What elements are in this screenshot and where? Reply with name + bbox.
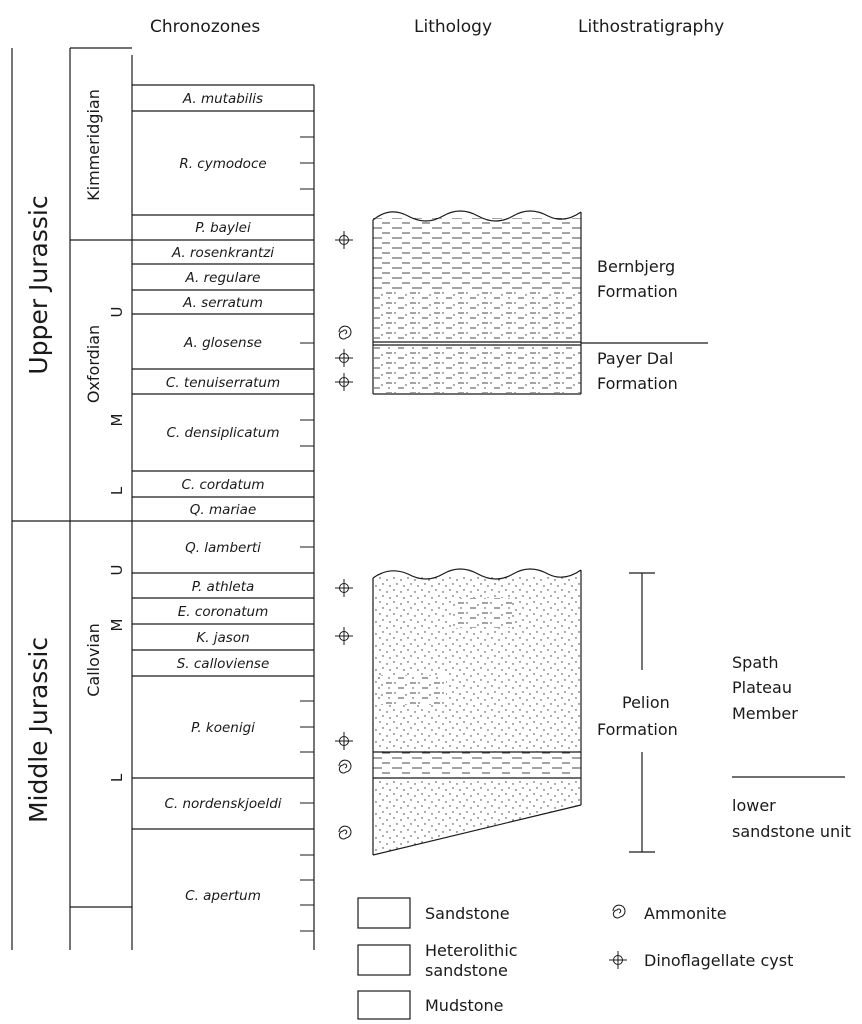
dinoflagellate-cyst-icon — [334, 626, 354, 646]
formation-labels: Bernbjerg Formation Payer Dal Formation … — [581, 257, 851, 853]
zone-label: Q. mariae — [190, 502, 257, 518]
dinoflagellate-cyst-icon — [334, 348, 354, 368]
era-column: Upper Jurassic Middle Jurassic — [11, 48, 70, 950]
zone-label: S. calloviense — [177, 656, 270, 672]
era-upper-jurassic: Upper Jurassic — [24, 195, 53, 374]
stage-column: Kimmeridgian Oxfordian Callovian U M L U… — [69, 47, 132, 950]
header-lithology: Lithology — [414, 17, 492, 37]
lower-lithology-column — [372, 568, 582, 856]
zone-label: Q. lamberti — [185, 540, 261, 556]
member-label: Member — [732, 704, 798, 723]
dinoflagellate-cyst-icon — [334, 578, 354, 598]
substage-oxfordian-upper: U — [108, 307, 126, 318]
ammonite-icon — [612, 904, 626, 919]
ammonite-icon — [338, 825, 352, 840]
member-label: Spath — [732, 653, 779, 672]
formation-label: Payer Dal — [597, 349, 673, 368]
zone-label: R. cymodoce — [179, 156, 266, 172]
legend-label-dinoflagellate: Dinoflagellate cyst — [644, 951, 793, 970]
zone-label: C. nordenskjoeldi — [164, 796, 281, 812]
legend-swatch-heterolithic — [357, 944, 411, 976]
zone-label: C. densiplicatum — [167, 425, 280, 441]
dinoflagellate-cyst-icon — [334, 372, 354, 392]
substage-callovian-middle: M — [108, 619, 126, 632]
formation-label: Formation — [597, 374, 678, 393]
legend-swatch-sandstone — [357, 897, 411, 929]
formation-label: Pelion — [622, 693, 670, 712]
formation-label: Formation — [597, 720, 678, 739]
stage-callovian: Callovian — [84, 623, 103, 697]
zone-label: A. regulare — [185, 270, 261, 286]
zone-label: K. jason — [196, 630, 249, 646]
chronozone-column: A. mutabilis R. cymodoce P. baylei A. ro… — [131, 55, 315, 950]
dinoflagellate-cyst-icon — [608, 950, 628, 970]
zone-label: P. baylei — [195, 220, 251, 236]
zone-label: C. tenuiserratum — [166, 375, 280, 391]
zone-label: A. serratum — [182, 295, 263, 311]
stage-oxfordian: Oxfordian — [84, 325, 103, 403]
zone-label: A. mutabilis — [182, 91, 263, 107]
legend-label-mudstone: Mudstone — [425, 996, 503, 1015]
zone-label: P. koenigi — [191, 720, 255, 736]
dinoflagellate-cyst-icon — [334, 731, 354, 751]
legend: Sandstone Heterolithic sandstone Mudston… — [357, 897, 793, 1020]
era-middle-jurassic: Middle Jurassic — [24, 637, 53, 823]
zone-label: C. cordatum — [181, 477, 264, 493]
legend-label-sandstone: Sandstone — [425, 904, 510, 923]
substage-callovian-upper: U — [108, 565, 126, 576]
stage-kimmeridgian: Kimmeridgian — [84, 89, 103, 201]
zone-label: A. glosense — [183, 335, 262, 351]
member-label: Plateau — [732, 678, 792, 697]
ammonite-icon — [338, 759, 352, 774]
zone-label: A. rosenkrantzi — [171, 245, 274, 261]
formation-label: Formation — [597, 282, 678, 301]
substage-oxfordian-lower: L — [108, 486, 126, 495]
ammonite-icon — [338, 325, 352, 340]
legend-label-heterolithic: Heterolithic — [425, 941, 518, 960]
dinoflagellate-cyst-icon — [334, 230, 354, 250]
legend-label-heterolithic: sandstone — [425, 961, 508, 980]
substage-callovian-lower: L — [108, 773, 126, 782]
member-label: lower — [732, 796, 776, 815]
legend-label-ammonite: Ammonite — [644, 904, 727, 923]
member-label: sandstone unit — [732, 822, 851, 841]
zone-label: C. apertum — [185, 888, 261, 904]
scale-ticks — [300, 136, 314, 932]
legend-swatch-mudstone — [357, 990, 411, 1020]
upper-lithology-column — [372, 210, 582, 395]
header-lithostratigraphy: Lithostratigraphy — [578, 17, 724, 37]
substage-oxfordian-middle: M — [108, 414, 126, 427]
header-chronozones: Chronozones — [150, 17, 260, 37]
zone-label: P. athleta — [192, 579, 255, 595]
formation-label: Bernbjerg — [597, 257, 675, 276]
zone-label: E. coronatum — [178, 604, 268, 620]
fossil-markers — [334, 230, 354, 840]
